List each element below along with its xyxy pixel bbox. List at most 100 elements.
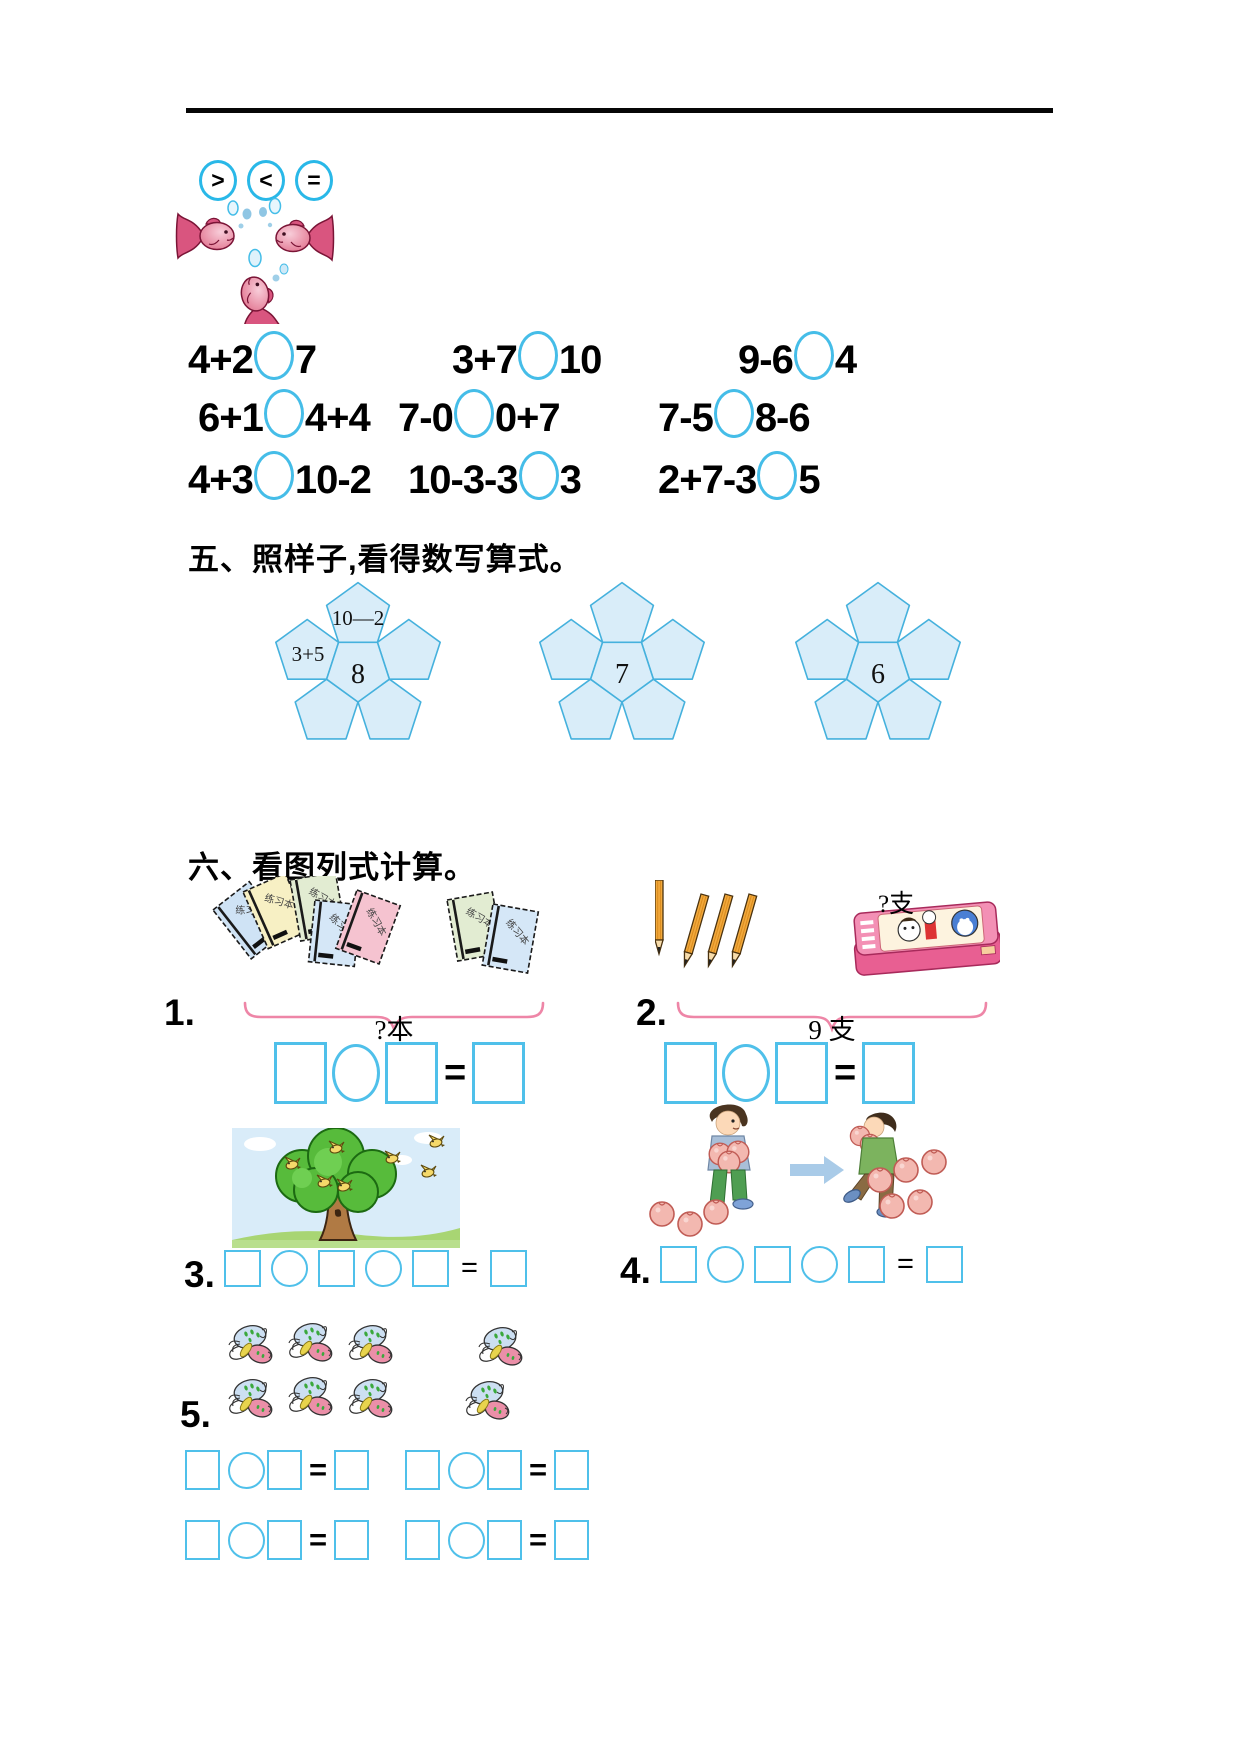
answer-box xyxy=(267,1450,302,1490)
answer-circle xyxy=(757,451,798,500)
equals-sign: = xyxy=(897,1248,914,1280)
answer-box xyxy=(862,1042,916,1104)
equals-sign: = xyxy=(834,1051,857,1094)
answer-box xyxy=(925,1246,963,1283)
item-2-brace-label: 9 支 xyxy=(808,1015,856,1045)
equals-symbol: = xyxy=(295,160,333,201)
expression-right: 3 xyxy=(559,458,582,502)
answer-circle xyxy=(253,331,294,380)
item-4-number: 4. xyxy=(620,1250,651,1291)
expression-left: 9-6 xyxy=(738,338,794,382)
item-5-number: 5. xyxy=(180,1394,211,1435)
operator-circle xyxy=(707,1246,744,1283)
item-3-equation-row: = xyxy=(224,1250,527,1287)
butterflies-illustration xyxy=(228,1320,525,1423)
answer-circle xyxy=(263,389,304,438)
answer-box xyxy=(405,1520,440,1560)
answer-box xyxy=(318,1250,355,1287)
flower-left-petal-value: 3+5 xyxy=(292,642,325,666)
flower-exercise-1: 10—2 3+5 8 xyxy=(272,580,444,741)
expression-right: 4+4 xyxy=(304,396,371,440)
operator-circle xyxy=(332,1044,380,1102)
operator-circle xyxy=(448,1451,485,1489)
comparison-symbol-key: > < = xyxy=(199,160,333,201)
item-2-question-label: ?支 xyxy=(878,891,915,918)
answer-box xyxy=(664,1042,717,1104)
answer-box xyxy=(267,1520,302,1560)
section-5-title: 五、照样子,看得数写算式。 xyxy=(188,542,582,577)
answer-circle xyxy=(453,389,494,438)
comparison-exercise: 9-6 4 xyxy=(738,331,857,382)
item-1-brace-label: ?本 xyxy=(374,1015,414,1045)
expression-left: 7-5 xyxy=(658,396,714,440)
answer-box xyxy=(487,1520,522,1560)
flower-exercise-2: 7 xyxy=(536,580,708,741)
answer-circle xyxy=(253,451,294,500)
notebooks-illustration: 练习本 练习本 练习本 练习本 练习本 练习本 练习本 xyxy=(211,876,540,974)
operator-circle xyxy=(228,1521,265,1559)
expression-left: 3+7 xyxy=(452,338,518,382)
comparison-exercise: 4+3 10-2 xyxy=(188,451,372,502)
expression-right: 8-6 xyxy=(754,396,811,440)
flower-center-value: 8 xyxy=(351,659,365,690)
answer-box xyxy=(660,1246,697,1283)
expression-right: 10-2 xyxy=(294,458,372,502)
expression-left: 2+7-3 xyxy=(658,458,757,502)
equals-sign: = xyxy=(529,1522,548,1557)
item-5-equation-row-2: = xyxy=(405,1450,590,1490)
item-1-equation-row: = xyxy=(274,1042,526,1104)
answer-box xyxy=(405,1450,440,1490)
answer-box xyxy=(185,1520,220,1560)
operator-circle xyxy=(271,1250,308,1287)
flower-exercise-3: 6 xyxy=(792,580,964,741)
expression-right: 4 xyxy=(834,338,857,382)
equals-sign: = xyxy=(309,1522,328,1557)
comparison-exercise: 7-0 0+7 xyxy=(398,389,561,440)
answer-box xyxy=(274,1042,327,1104)
expression-left: 4+3 xyxy=(188,458,254,502)
item-2-number: 2. xyxy=(636,992,667,1033)
expression-right: 10 xyxy=(558,338,602,382)
flower-center-value: 7 xyxy=(615,659,629,690)
brace-item2 xyxy=(676,1001,988,1033)
pencils-pencilcase-illustration xyxy=(655,880,1000,976)
answer-box xyxy=(334,1520,370,1560)
expression-right: 0+7 xyxy=(494,396,561,440)
answer-box xyxy=(554,1520,590,1560)
tree-birds-illustration xyxy=(232,1128,460,1248)
goldfish-illustration xyxy=(175,197,335,324)
flower-top-petal-value: 10—2 xyxy=(332,606,385,630)
answer-box xyxy=(487,1450,522,1490)
operator-circle xyxy=(801,1246,838,1283)
answer-box xyxy=(185,1450,220,1490)
operator-circle xyxy=(722,1044,770,1102)
answer-box xyxy=(224,1250,261,1287)
comparison-exercise: 10-3-3 3 xyxy=(408,451,582,502)
item-5-equation-row-4: = xyxy=(405,1520,590,1560)
greater-than-symbol: > xyxy=(199,160,237,201)
equals-sign: = xyxy=(309,1452,328,1487)
item-5-equation-row-1: = xyxy=(185,1450,370,1490)
answer-box xyxy=(385,1042,438,1104)
brace-item1 xyxy=(243,1001,545,1033)
operator-circle xyxy=(448,1521,485,1559)
expression-left: 10-3-3 xyxy=(408,458,519,502)
answer-box xyxy=(472,1042,526,1104)
answer-circle xyxy=(713,389,754,438)
item-2-equation-row: = xyxy=(664,1042,916,1104)
expression-left: 7-0 xyxy=(398,396,454,440)
header-rule xyxy=(186,108,1053,113)
answer-box xyxy=(489,1250,527,1287)
item-3-number: 3. xyxy=(184,1254,215,1295)
answer-box xyxy=(848,1246,885,1283)
comparison-exercise: 7-5 8-6 xyxy=(658,389,811,440)
answer-box xyxy=(412,1250,449,1287)
equals-sign: = xyxy=(444,1051,467,1094)
boys-peaches-illustration xyxy=(649,1104,947,1237)
item-5-equation-row-3: = xyxy=(185,1520,370,1560)
operator-circle xyxy=(365,1250,402,1287)
item-1-number: 1. xyxy=(164,992,195,1033)
answer-box xyxy=(754,1246,791,1283)
